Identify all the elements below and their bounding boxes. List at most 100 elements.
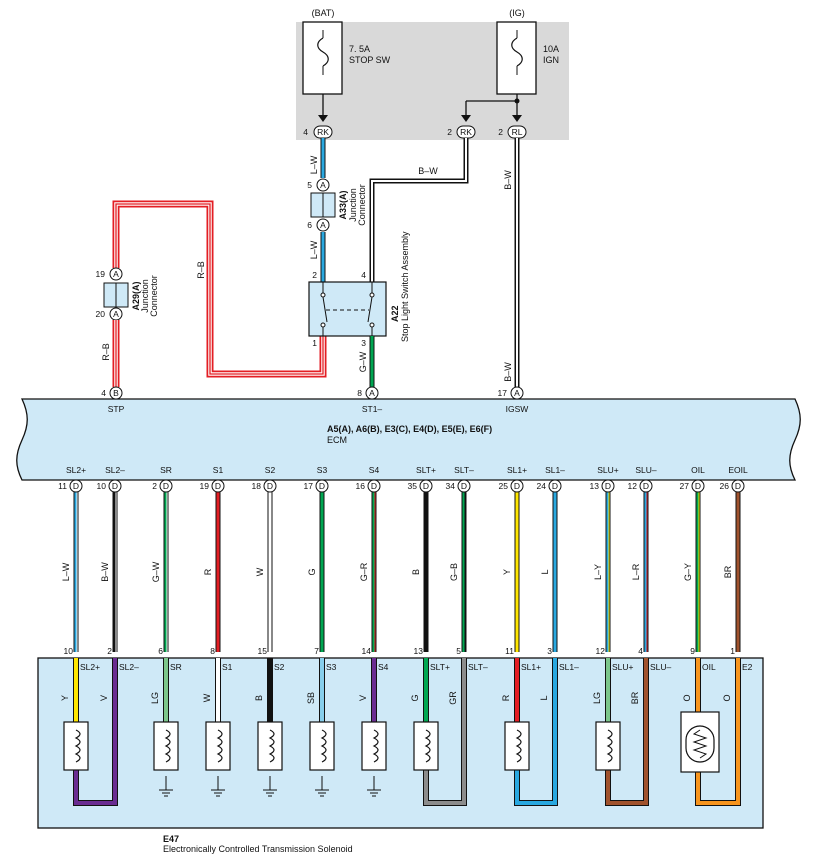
switch-pin2: 2 — [312, 270, 317, 280]
wire-label: B–W — [100, 562, 110, 582]
wire-label: G–R — [359, 562, 369, 581]
solenoid-pin-num: 11 — [505, 646, 514, 656]
svg-text:RK: RK — [317, 127, 329, 137]
solenoid-coil-icon — [63, 721, 89, 771]
solenoid-pin-num: 2 — [107, 646, 112, 656]
pin-rl: RL — [507, 125, 527, 139]
ecm-output-pin-num: 17 — [304, 481, 314, 491]
solenoid-name: E47 — [163, 834, 179, 844]
internal-wire-label: GR — [448, 691, 458, 705]
ecm-output-pin-num: 26 — [720, 481, 730, 491]
solenoid-pin-num: 12 — [596, 646, 606, 656]
ground-icon — [315, 776, 329, 797]
wire-label-bw-right-top: B–W — [503, 170, 513, 190]
solenoid-block — [37, 657, 764, 829]
wire-label: G–B — [449, 563, 459, 581]
ecm-output-pin-num: 18 — [252, 481, 262, 491]
solenoid-coil-icon — [413, 721, 439, 771]
solenoid-pin-name: SLU+ — [612, 662, 634, 672]
solenoid-pin-name: SLT+ — [430, 662, 450, 672]
ecm-output-name: S3 — [317, 465, 328, 475]
ecm-output-pin-num: 19 — [200, 481, 210, 491]
ecm-output-pin — [510, 479, 524, 493]
solenoid-pin-name: SLT– — [468, 662, 488, 672]
wire-label-bw-cross: B–W — [418, 166, 438, 176]
switch-pin1: 1 — [312, 338, 317, 348]
svg-text:A: A — [113, 269, 119, 279]
fuse-ign — [461, 21, 537, 122]
ground-icon — [211, 776, 225, 797]
a33-sub1: Junction — [348, 188, 358, 222]
a29-sub2: Connector — [149, 275, 159, 317]
junction-connector-a29: A A — [103, 267, 129, 321]
solenoid-pin-name: E2 — [742, 662, 753, 672]
solenoid-pin-name: SL2+ — [80, 662, 100, 672]
wire-label: L–Y — [593, 564, 603, 580]
ecm-output-pin-num: 34 — [446, 481, 456, 491]
wire-rb-loop — [112, 200, 327, 378]
solenoid-desc: Electronically Controlled Transmission S… — [163, 844, 353, 854]
wire-label-rb-loop: R–B — [196, 261, 206, 279]
wire-label: BR — [723, 565, 733, 578]
wire-label-rb-left: R–B — [101, 343, 111, 361]
pin-rk-left-num: 4 — [303, 127, 308, 137]
pin-letter: D — [371, 481, 377, 491]
ecm-output-pin — [691, 479, 705, 493]
coil-return-wire-fill — [424, 722, 466, 805]
solenoid-pin-name: S2 — [274, 662, 285, 672]
pin-letter: D — [267, 481, 273, 491]
solenoid-pin-name: SL1+ — [521, 662, 541, 672]
wire-label: L–R — [631, 563, 641, 580]
pin-rk-right: RK — [456, 125, 476, 139]
coil-return-wire-fill — [515, 722, 557, 805]
ground-icon — [367, 776, 381, 797]
ecm-output-pin — [457, 479, 471, 493]
pin-letter: D — [461, 481, 467, 491]
coil-return-wire-fill — [606, 722, 648, 805]
ecm-pin-st1: A — [365, 386, 379, 400]
ecm-output-pin — [548, 479, 562, 493]
ecm-output-name: SL1+ — [507, 465, 527, 475]
ecm-pin-st1-label: ST1– — [362, 404, 383, 414]
a29-sub1: Junction — [140, 279, 150, 313]
fuse-stop-name: STOP SW — [349, 55, 391, 65]
ecm-pin-igsw-label: IGSW — [506, 404, 529, 414]
a33-pin-bottom: 6 — [307, 220, 312, 230]
ground-icon — [159, 776, 173, 797]
solenoid-pin-num: 10 — [64, 646, 74, 656]
fuse-ign-name: IGN — [543, 55, 559, 65]
ig-label: (IG) — [509, 8, 525, 18]
ecm-pin-igsw-num: 17 — [498, 388, 508, 398]
bat-label: (BAT) — [312, 8, 335, 18]
pin-rk-right-num: 2 — [447, 127, 452, 137]
internal-wire-label: W — [202, 693, 212, 702]
ecm-pin-stp-label: STP — [108, 404, 125, 414]
ecm-output-pin — [159, 479, 173, 493]
solenoid-pin-num: 4 — [638, 646, 643, 656]
solenoid-pin-name: SR — [170, 662, 182, 672]
ecm-output-pin — [367, 479, 381, 493]
solenoid-pin-num: 3 — [547, 646, 552, 656]
ecm-output-pin-num: 12 — [628, 481, 638, 491]
solenoid-pin-num: 5 — [456, 646, 461, 656]
ecm-output-pin-num: 2 — [152, 481, 157, 491]
svg-text:A: A — [320, 180, 326, 190]
stop-light-switch — [308, 281, 387, 337]
svg-text:A: A — [514, 388, 520, 398]
wire-label: B — [411, 569, 421, 575]
wire-label: G–Y — [683, 563, 693, 581]
internal-wire-label: O — [722, 694, 732, 701]
solenoid-pin-num: 8 — [210, 646, 215, 656]
wire-bw-cross — [369, 138, 469, 282]
svg-text:A: A — [369, 388, 375, 398]
solenoid-pin-num: 9 — [690, 646, 695, 656]
wire-label: G — [307, 568, 317, 575]
solenoid-pin-num: 15 — [258, 646, 268, 656]
ecm-output-pin — [211, 479, 225, 493]
svg-text:B: B — [113, 388, 119, 398]
svg-text:A: A — [113, 309, 119, 319]
ecm-pin-stp-num: 4 — [101, 388, 106, 398]
internal-wire-label: SB — [306, 692, 316, 704]
ecm-output-name: EOIL — [728, 465, 748, 475]
